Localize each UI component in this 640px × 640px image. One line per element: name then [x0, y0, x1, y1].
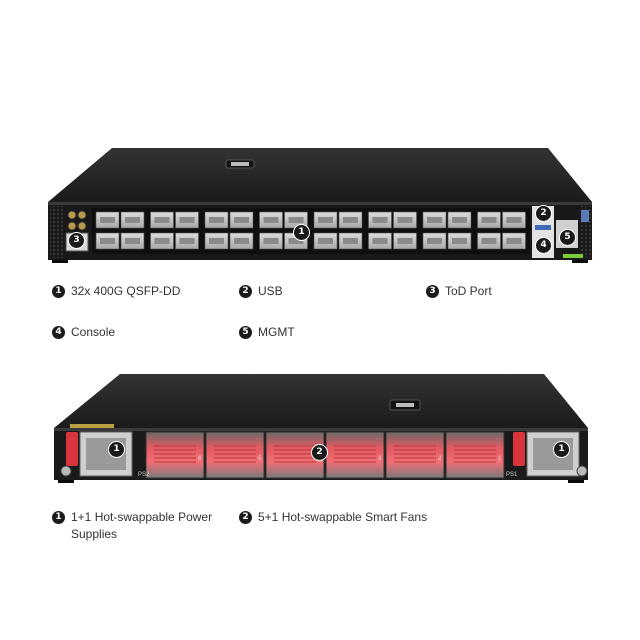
callout-psu-right: 1: [553, 441, 570, 458]
legend-number: 1: [52, 285, 65, 298]
legend-item-ports: 1 32x 400G QSFP-DD: [52, 283, 180, 300]
legend-number: 2: [239, 511, 252, 524]
legend-item-tod: 3 ToD Port: [426, 283, 492, 300]
legend-number: 1: [52, 511, 65, 524]
legend-item-fans: 2 5+1 Hot-swappable Smart Fans: [239, 509, 427, 526]
fan-number: 5: [258, 456, 262, 462]
callout-usb: 2: [535, 205, 552, 222]
legend-number: 5: [239, 326, 252, 339]
legend-item-mgmt: 5 MGMT: [239, 324, 295, 341]
legend-item-console: 4 Console: [52, 324, 115, 341]
legend-item-power-supplies: 1 1+1 Hot-swappable Power Supplies: [52, 509, 222, 543]
psu-left-label: PS2: [138, 472, 150, 478]
legend-number: 3: [426, 285, 439, 298]
legend-text: MGMT: [258, 325, 295, 339]
callout-console: 4: [535, 237, 552, 254]
psu-left: [60, 431, 133, 477]
fan-module: [385, 431, 445, 479]
legend-text: 1+1 Hot-swappable Power Supplies: [71, 510, 213, 541]
front-chassis-top: [48, 148, 592, 202]
callout-psu-left: 1: [108, 441, 125, 458]
fan-number: 6: [198, 456, 202, 462]
fan-number: 2: [438, 456, 442, 462]
psu-right-label: PS1: [506, 472, 518, 478]
callout-mgmt: 5: [559, 229, 576, 246]
fan-number: 3: [378, 456, 382, 462]
fan-module: [325, 431, 385, 479]
legend-text: USB: [258, 284, 283, 298]
psu-right: [513, 431, 588, 477]
fan-module: [445, 431, 505, 479]
legend-text: 5+1 Hot-swappable Smart Fans: [258, 510, 428, 524]
callout-ports: 1: [293, 224, 310, 241]
sma-connectors: [67, 210, 87, 231]
fan-module: [205, 431, 265, 479]
callout-tod: 3: [68, 232, 85, 249]
fan-number: 1: [498, 456, 502, 462]
rear-chassis-top: [54, 374, 588, 428]
legend-text: Console: [71, 325, 116, 339]
status-led-bar: [563, 254, 583, 258]
legend-text: 32x 400G QSFP-DD: [71, 284, 181, 298]
legend-text: ToD Port: [445, 284, 492, 298]
fan-module: [145, 431, 205, 479]
legend-number: 2: [239, 285, 252, 298]
legend-item-usb: 2 USB: [239, 283, 283, 300]
callout-fans: 2: [311, 444, 328, 461]
legend-number: 4: [52, 326, 65, 339]
